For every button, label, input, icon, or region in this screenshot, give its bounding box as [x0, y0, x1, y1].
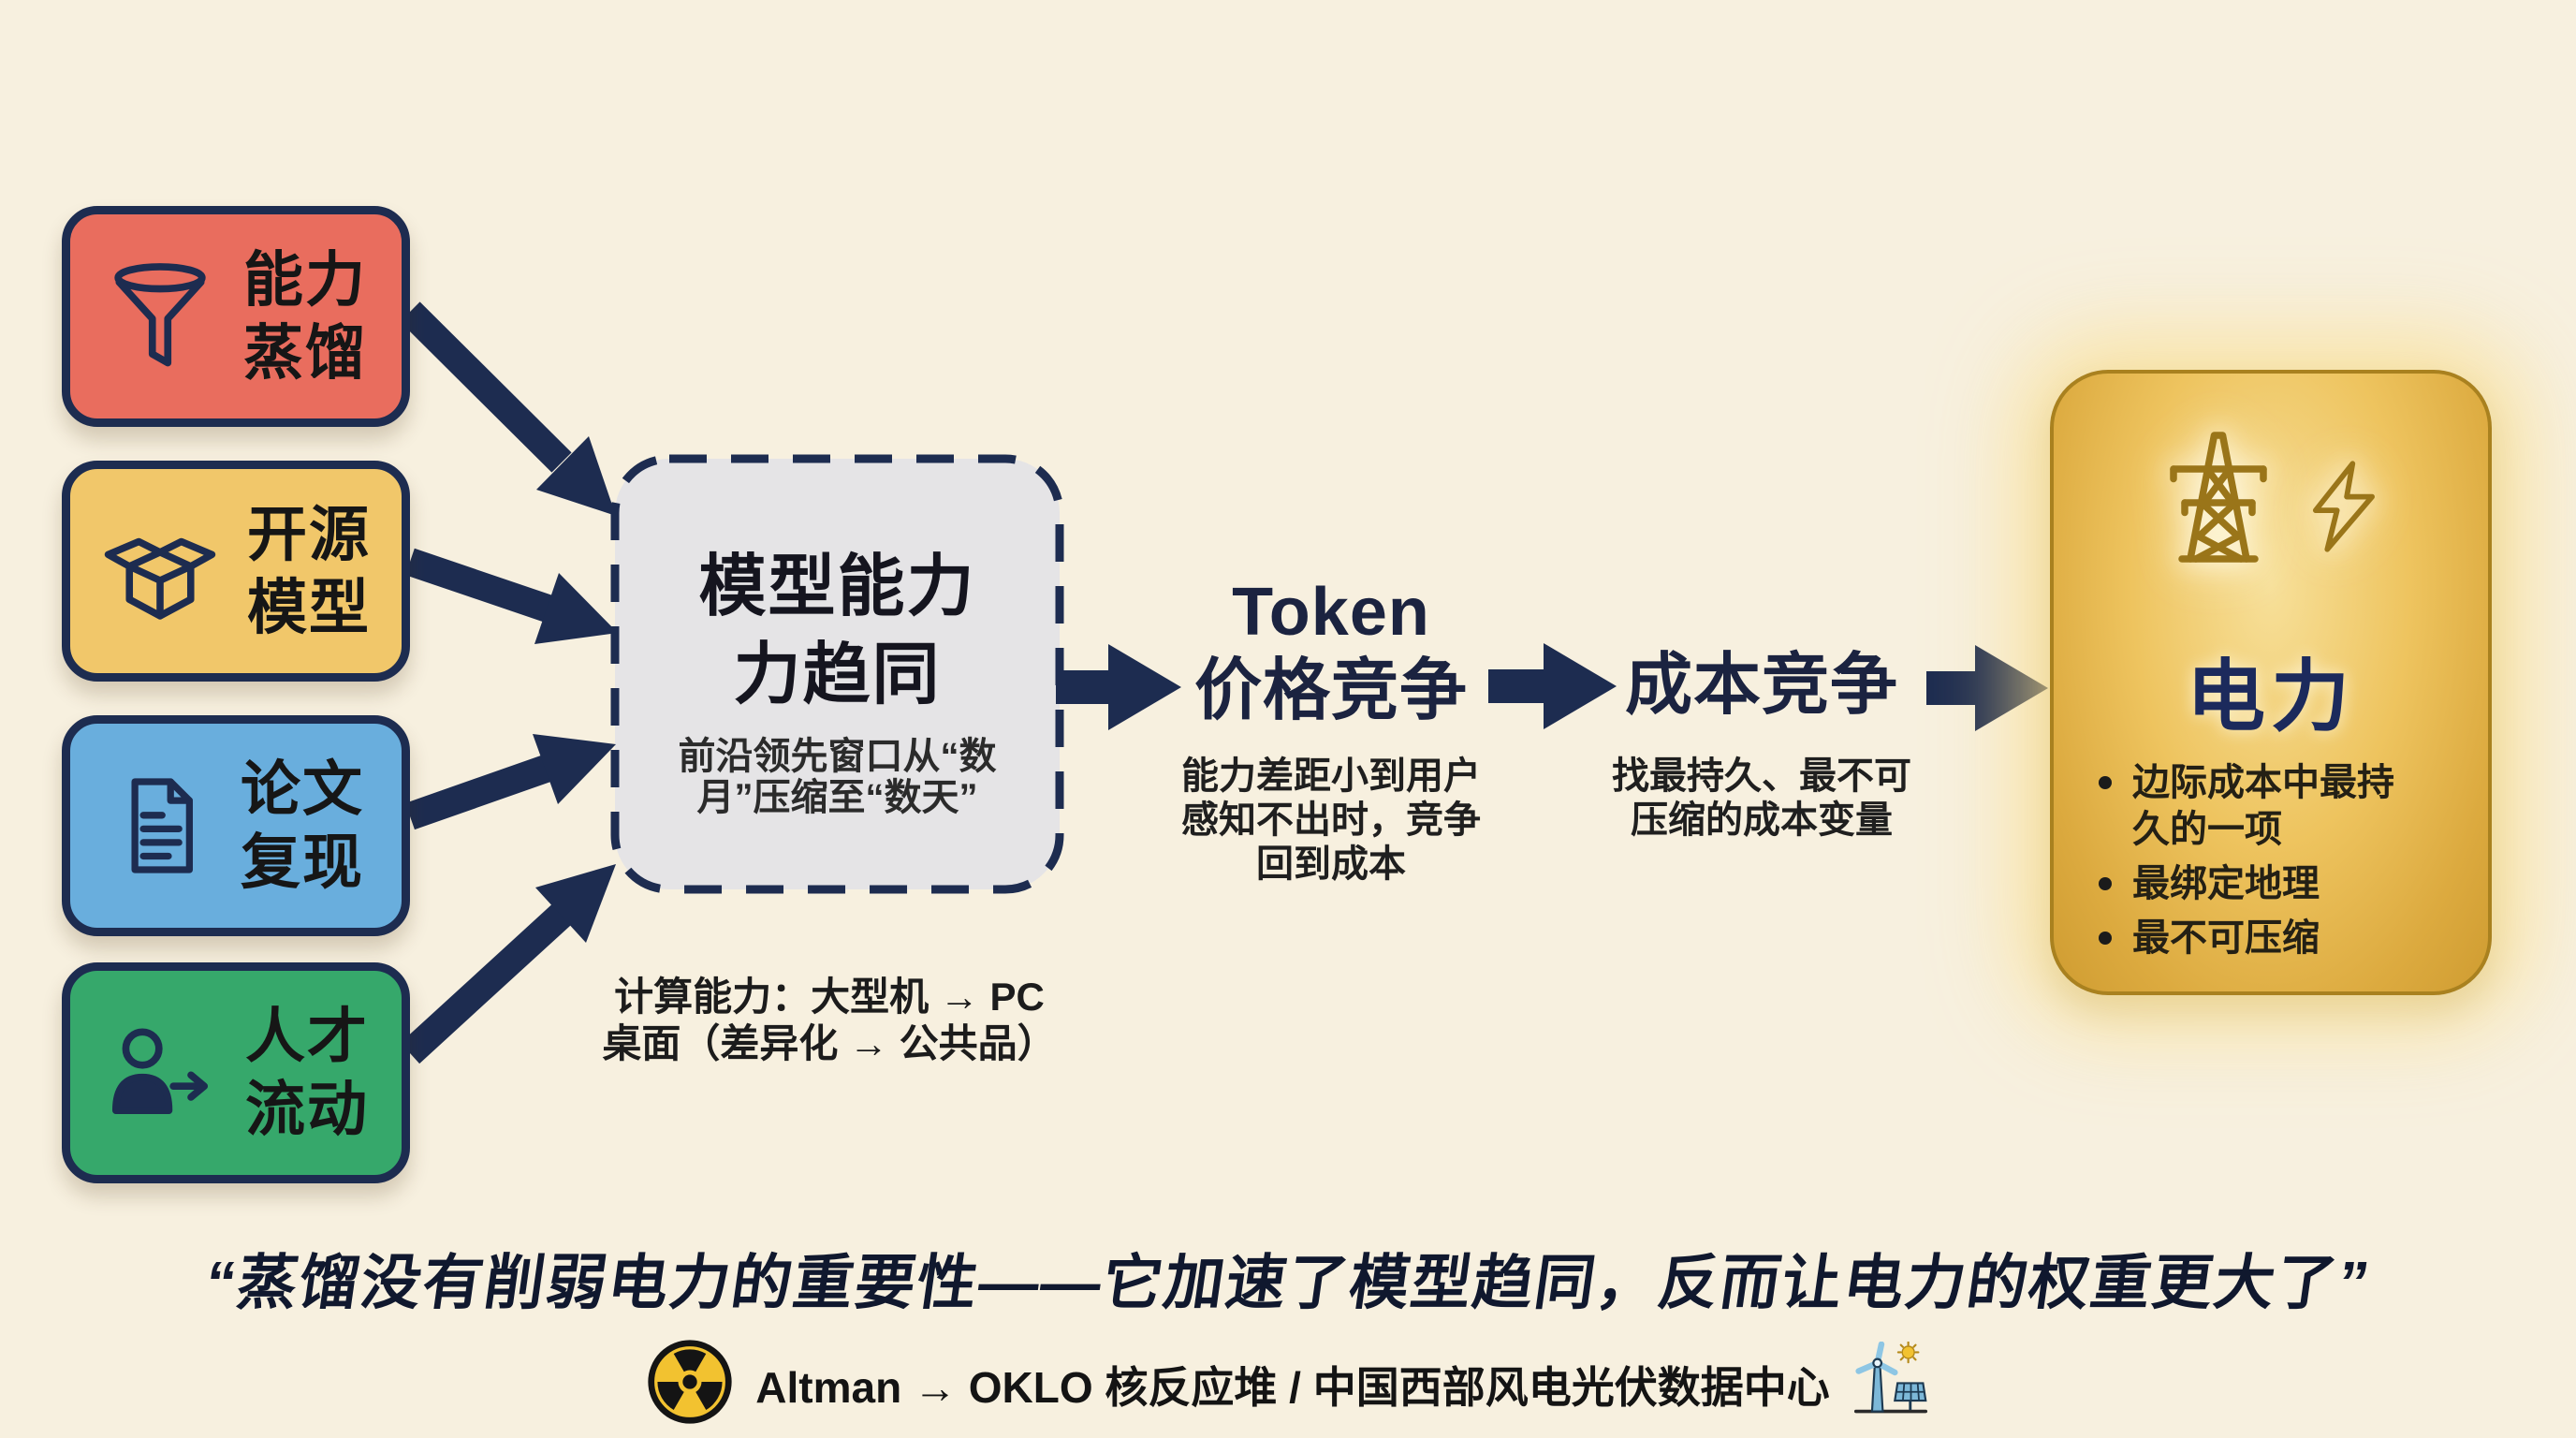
token-stage-title-line2: 价格竞争	[1193, 653, 1468, 728]
source-label-line2: 流动	[245, 1076, 369, 1143]
electricity-icons	[2054, 420, 2488, 573]
radiation-icon	[645, 1337, 735, 1431]
bottom-quote: “蒸馏没有削弱电力的重要性——它加速了模型趋同，反而让电力的权重更大了”	[200, 1249, 2376, 1316]
source-label-line1: 开源	[247, 501, 371, 568]
source-label-line1: 能力	[243, 246, 367, 314]
source-label: 能力 蒸馏	[243, 243, 367, 389]
token-stage-title-line1: Token	[1232, 575, 1430, 650]
open-box-icon	[101, 512, 219, 630]
cost-competition-stage: 成本竞争 找最持久、最不可 压缩的成本变量	[1574, 648, 1949, 843]
source-box-paper-reproduction: 论文 复现	[62, 715, 410, 936]
note-line2: 桌面（差异化 → 公共品）	[602, 1021, 1057, 1065]
source-label: 开源 模型	[247, 498, 371, 644]
convergence-title-line2: 力趋同	[733, 638, 942, 712]
electricity-bullet-list: 边际成本中最持久的一项 最绑定地理 最不可压缩	[2091, 759, 2458, 969]
electricity-title: 电力	[2186, 653, 2355, 741]
source-arrow-heads	[533, 436, 618, 943]
source-label: 人才 流动	[245, 1000, 369, 1146]
electricity-box: 电力 边际成本中最持久的一项 最绑定地理 最不可压缩	[2050, 370, 2492, 995]
source-label: 论文 复现	[241, 753, 364, 899]
lightning-bolt-icon	[2296, 445, 2393, 573]
stage-arrow-shafts	[1056, 669, 1983, 705]
funnel-icon	[105, 261, 215, 372]
convergence-subtitle-line2: 月”压缩至“数天”	[696, 777, 978, 818]
source-box-talent-mobility: 人才 流动	[62, 962, 410, 1183]
token-stage-subtitle: 能力差距小到用户 感知不出时，竞争 回到成本	[1181, 756, 1481, 885]
convergence-title: 模型能力 力趋同	[615, 543, 1060, 719]
note-line1: 计算能力：大型机 → PC	[614, 975, 1045, 1019]
electricity-bullet: 边际成本中最持久的一项	[2091, 759, 2428, 853]
source-label-line2: 模型	[247, 574, 371, 641]
computing-analogy-note: 计算能力：大型机 → PC 桌面（差异化 → 公共品）	[577, 974, 1082, 1067]
convergence-title-line1: 模型能力	[698, 550, 976, 624]
source-label-line1: 论文	[241, 756, 364, 823]
source-box-open-source-models: 开源 模型	[62, 461, 410, 682]
footer-caption: Altman → OKLO 核反应堆 / 中国西部风电光伏数据中心	[0, 1337, 2576, 1431]
source-label-line2: 蒸馏	[243, 319, 367, 387]
person-arrow-icon	[103, 1018, 217, 1128]
stage-arrow-heads	[1108, 643, 2048, 731]
electricity-bullet: 最不可压缩	[2091, 915, 2458, 961]
source-label-line1: 人才	[245, 1003, 369, 1070]
source-box-capability-distillation: 能力 蒸馏	[62, 206, 410, 427]
electricity-bullet: 最绑定地理	[2091, 860, 2458, 907]
convergence-subtitle-line1: 前沿领先窗口从“数	[678, 736, 997, 777]
footer-text: Altman → OKLO 核反应堆 / 中国西部风电光伏数据中心	[755, 1362, 1830, 1412]
convergence-subtitle: 前沿领先窗口从“数 月”压缩至“数天”	[615, 736, 1060, 818]
document-icon	[108, 770, 212, 881]
source-label-line2: 复现	[241, 829, 364, 896]
cost-stage-title: 成本竞争	[1624, 648, 1898, 723]
token-price-competition-stage: Token 价格竞争 能力差距小到用户 感知不出时，竞争 回到成本	[1144, 573, 1518, 887]
token-stage-title: Token 价格竞争	[1144, 573, 1518, 730]
cost-stage-subtitle: 找最持久、最不可 压缩的成本变量	[1612, 756, 1911, 841]
wind-solar-icon	[1851, 1341, 1931, 1427]
convergence-box: 模型能力 力趋同 前沿领先窗口从“数 月”压缩至“数天”	[615, 459, 1060, 889]
source-arrow-shafts	[400, 301, 574, 1064]
transmission-tower-icon	[2148, 420, 2289, 573]
